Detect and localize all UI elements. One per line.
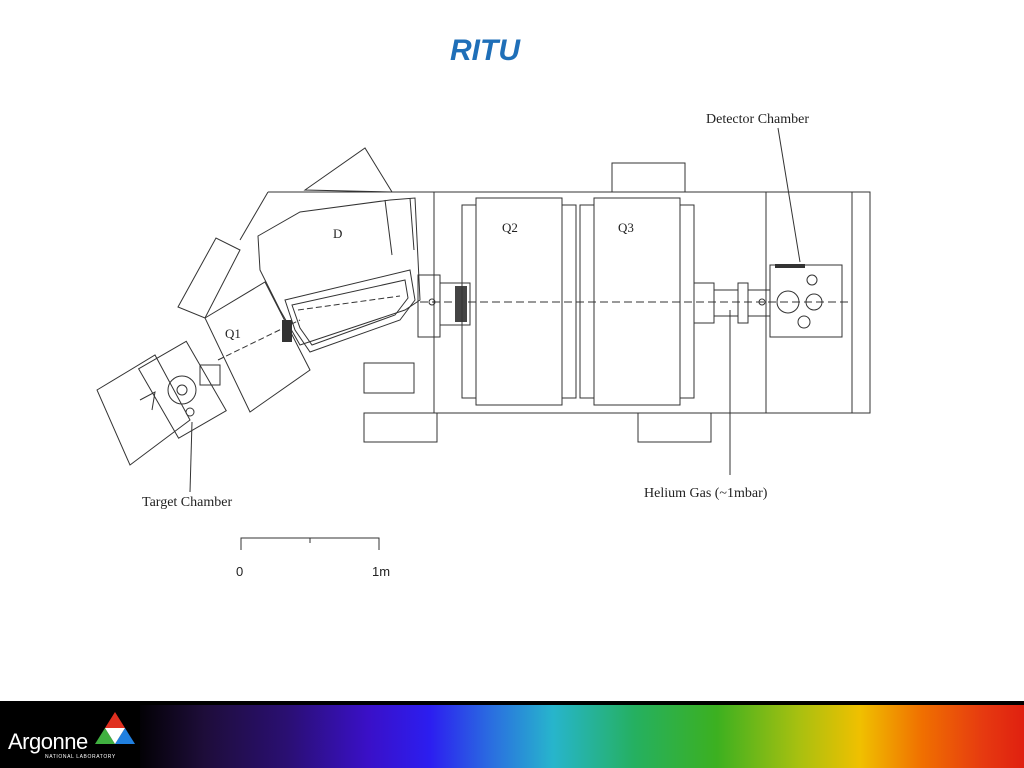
beam-axis xyxy=(417,274,850,338)
scale-end-label: 1m xyxy=(372,564,390,579)
target-chamber xyxy=(96,340,227,466)
q2-label: Q2 xyxy=(502,220,518,235)
dipole-support xyxy=(177,147,393,319)
q1-label: Q1 xyxy=(225,326,241,341)
detector-chamber-label: Detector Chamber xyxy=(706,112,809,127)
detector-chamber xyxy=(758,264,843,338)
q2-magnet: Q2 xyxy=(461,197,577,406)
ritu-diagram: D Q1 Q2 Q3 xyxy=(96,112,871,579)
argonne-logo-subtitle: NATIONAL LABORATORY xyxy=(45,754,116,760)
dipole-label: D xyxy=(333,226,342,241)
footer-spectrum-bar xyxy=(0,701,1024,768)
q1-magnet: Q1 xyxy=(204,281,311,413)
scale-bar: 0 1m xyxy=(236,537,390,579)
q3-label: Q3 xyxy=(618,220,634,235)
argonne-logo-icon xyxy=(95,712,135,744)
target-chamber-label: Target Chamber xyxy=(142,495,232,510)
scale-start-label: 0 xyxy=(236,564,243,579)
target-callout-line xyxy=(189,421,193,493)
slide-title: RITU xyxy=(450,34,520,67)
helium-section xyxy=(693,282,771,475)
argonne-logo-text: Argonne xyxy=(8,729,88,754)
footer-divider xyxy=(0,701,1024,705)
dipole-magnet: D xyxy=(257,197,421,353)
detector-callout-line xyxy=(777,127,801,263)
helium-gas-label: Helium Gas (~1mbar) xyxy=(644,486,768,501)
